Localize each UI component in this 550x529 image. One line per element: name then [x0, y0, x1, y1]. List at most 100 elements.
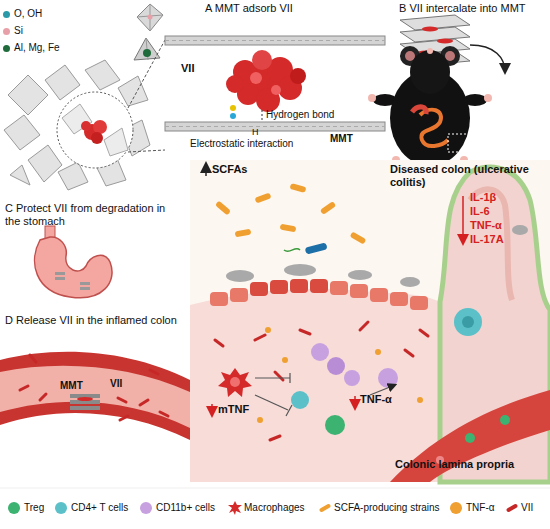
- vii-rods: [215, 322, 428, 440]
- blood-vessel: [500, 415, 510, 425]
- mmt-stack: [400, 27, 470, 42]
- blood-vessel: [390, 390, 550, 482]
- vii-rods: [275, 372, 283, 380]
- bacteria: [215, 183, 366, 255]
- crystal-structure: [10, 165, 30, 185]
- colon-scene: [284, 264, 316, 276]
- bond-markers: [230, 105, 262, 122]
- legend-text: O, OH: [14, 8, 42, 20]
- blood-vessel: [465, 433, 475, 443]
- vii-rods: [255, 335, 265, 340]
- immune-cells: [257, 417, 263, 423]
- colon-scene: [226, 270, 254, 282]
- inhibition-lines: [286, 405, 292, 416]
- tetrahedron-icon: [134, 38, 160, 60]
- protein-vii: [252, 50, 272, 70]
- inflamed-colon-tube: [30, 355, 36, 362]
- legend-swatch: [450, 502, 462, 514]
- colon-scene: [190, 160, 550, 482]
- panel-heading: B VII intercalate into MMT: [399, 2, 549, 15]
- protein-vii: [290, 68, 306, 84]
- legend-symbol: [318, 501, 332, 515]
- blood-vessel: [390, 390, 550, 482]
- panel-region: A MMT adsorb VII: [165, 0, 390, 160]
- magnifier-circle: [81, 121, 91, 131]
- rod-symbol: [319, 503, 331, 512]
- inflamed-colon-tube: [0, 352, 190, 440]
- colon-scene: [210, 292, 228, 306]
- immune-cells: [291, 391, 309, 409]
- magnifier-circle: [104, 128, 128, 156]
- protein-vii: [250, 72, 262, 84]
- mmt-stack: [422, 27, 438, 32]
- colon-scene: [330, 281, 348, 295]
- legend-swatch: [3, 28, 10, 35]
- panel-heading: A MMT adsorb VII: [205, 2, 390, 15]
- annotation-label: Electrostatic interaction: [190, 138, 293, 150]
- mmt-sheet: [165, 36, 385, 45]
- colon-scene: [230, 288, 248, 302]
- trend-arrows: [206, 164, 463, 415]
- mouse: [448, 134, 470, 152]
- inflamed-colon-tube: [77, 397, 93, 401]
- crystal-structure: [4, 115, 40, 150]
- protein-vii: [226, 50, 306, 112]
- bacteria: [235, 229, 252, 238]
- inflamed-colon-tube: [140, 400, 148, 405]
- annotation-label: IL-1β: [470, 191, 496, 204]
- immune-cells: [282, 357, 288, 363]
- inflamed-colon-tube: [120, 416, 128, 420]
- legend-swatch: [140, 502, 152, 514]
- magnifier-circle: [128, 40, 165, 108]
- annotation-label: MMT: [60, 380, 83, 392]
- magnifier-circle: [128, 150, 165, 152]
- protein-vii: [226, 75, 244, 93]
- octahedron-icon: [137, 4, 163, 31]
- panel-region: B VII intercalate into MMT: [395, 0, 550, 80]
- crystal-structure: [4, 60, 150, 190]
- bond-markers: [262, 110, 263, 122]
- immune-cells: [218, 308, 482, 435]
- inhibition-lines: [289, 373, 290, 383]
- magnifier-circle: [57, 40, 165, 168]
- immune-cells: [325, 415, 345, 435]
- mouse: [484, 94, 492, 102]
- stomach: [35, 226, 112, 298]
- inflamed-colon-tube: [40, 394, 46, 400]
- mouse: [410, 50, 450, 94]
- octahedron-icon: [148, 15, 153, 20]
- mouse: [427, 48, 433, 54]
- stomach: [35, 237, 112, 298]
- octahedron-icon: [137, 4, 163, 31]
- colon-scene: [370, 288, 388, 302]
- vii-rods: [420, 330, 428, 336]
- colon-scene: [270, 280, 288, 294]
- inflamed-colon-tube: [118, 398, 126, 402]
- colon-scene: [190, 160, 550, 482]
- colon-scene: [470, 189, 512, 300]
- legend-rule: [0, 488, 550, 489]
- mmt-sheet: [165, 36, 385, 131]
- vii-rods: [405, 350, 413, 356]
- immune-cells: [375, 349, 381, 355]
- mmt-sheet: [165, 40, 385, 41]
- bacteria: [305, 242, 328, 254]
- annotation-label: mTNF: [218, 403, 249, 416]
- colon-scene: [250, 282, 268, 296]
- inflamed-colon-tube: [0, 352, 190, 440]
- stomach: [80, 282, 90, 285]
- legend-text: CD11b+ cells: [156, 502, 215, 514]
- mmt-stack: [437, 39, 453, 44]
- crystal-structure: [45, 65, 80, 100]
- inflamed-colon-tube: [20, 386, 28, 390]
- tetrahedron-icon: [134, 38, 160, 60]
- mouse: [445, 51, 455, 61]
- bacteria: [280, 224, 297, 233]
- bacteria: [320, 201, 337, 215]
- mouse: [420, 110, 448, 146]
- bond-markers: [230, 105, 236, 111]
- stomach: [55, 277, 65, 280]
- immune-cells: [218, 368, 252, 397]
